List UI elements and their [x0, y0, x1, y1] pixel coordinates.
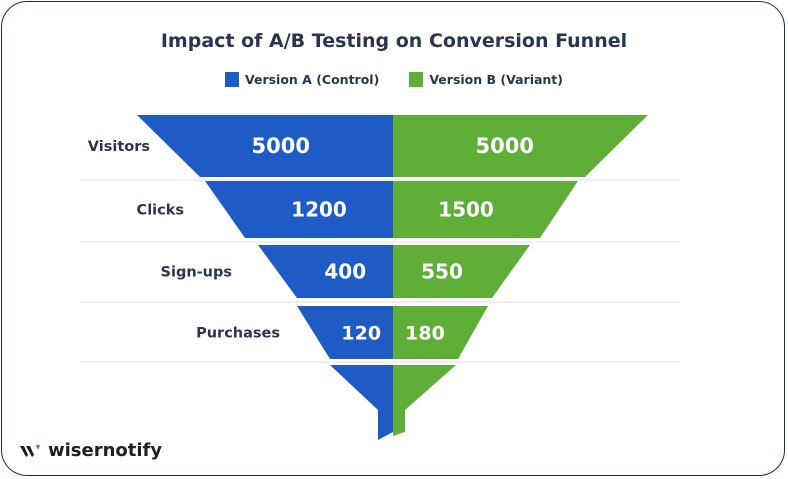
value-label-b: 550: [421, 260, 463, 284]
brand-logo: wisernotify: [20, 440, 162, 461]
wisernotify-logo-icon: [20, 444, 40, 457]
funnel-segment-a: [258, 245, 393, 298]
value-label-b: 5000: [476, 134, 534, 158]
value-label-a: 120: [341, 323, 381, 345]
funnel-segment-b: [393, 245, 530, 298]
value-label-b: 180: [405, 323, 445, 345]
stage-label: Clicks: [137, 203, 184, 219]
funnel-spout-b: [393, 365, 456, 436]
funnel-segment-b: [393, 181, 578, 238]
legend-label-b: Version B (Variant): [429, 72, 563, 87]
legend-item-b: Version B (Variant): [409, 72, 563, 87]
brand-name: wisernotify: [48, 440, 163, 461]
legend: Version A (Control) Version B (Variant): [0, 72, 788, 87]
funnel-segment-b: [393, 306, 488, 359]
stage-label: Visitors: [88, 139, 150, 155]
value-label-b: 1500: [438, 198, 494, 222]
legend-swatch-a: [224, 72, 239, 87]
chart-title: Impact of A/B Testing on Conversion Funn…: [160, 30, 628, 52]
value-label-a: 400: [324, 260, 366, 284]
value-label-a: 1200: [291, 198, 347, 222]
funnel-spout-a: [330, 365, 393, 440]
stage-label: Sign-ups: [161, 265, 232, 281]
legend-item-a: Version A (Control): [224, 72, 380, 87]
funnel-segment-a: [205, 181, 393, 238]
value-label-a: 5000: [252, 134, 310, 158]
funnel-segment-a: [297, 306, 393, 359]
funnel-segment-b: [393, 115, 648, 177]
stage-label: Purchases: [196, 326, 280, 342]
legend-label-a: Version A (Control): [244, 72, 380, 87]
legend-swatch-b: [409, 72, 424, 87]
funnel-segment-a: [137, 115, 393, 177]
